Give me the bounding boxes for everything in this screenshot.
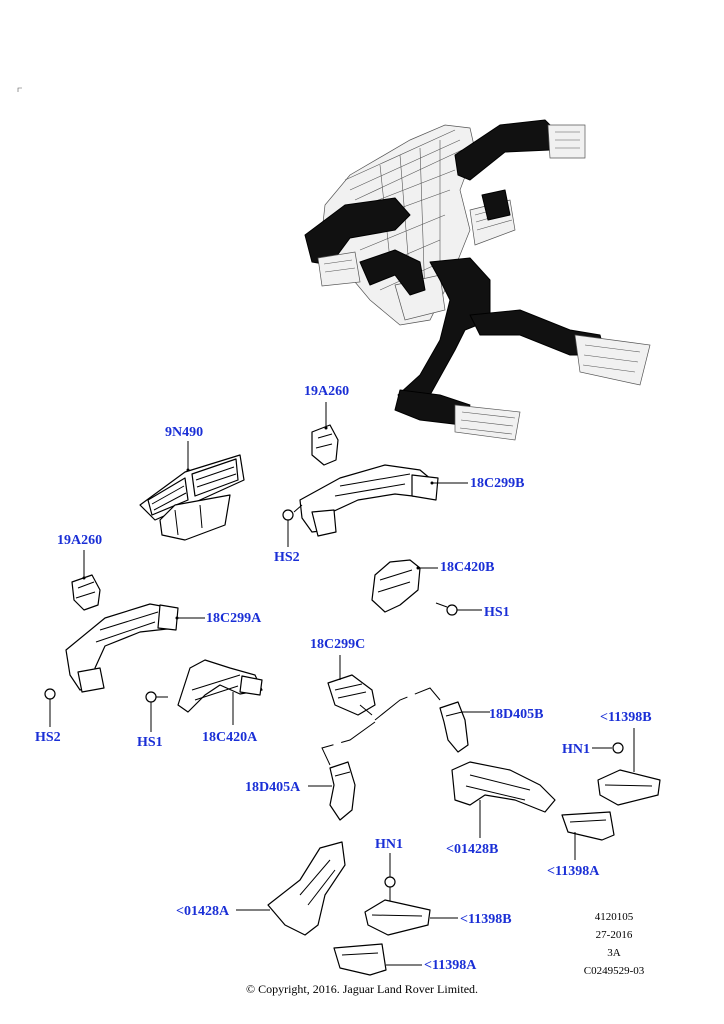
label-11398a-top[interactable]: <11398A [547,864,600,879]
label-hs1-right[interactable]: HS1 [484,605,510,620]
label-19a260-top[interactable]: 19A260 [304,384,350,399]
bracket-11398b-top [597,728,661,806]
nut-hn1-bottom [384,853,396,905]
label-18c420b[interactable]: 18C420B [440,560,495,575]
screw-hs1-left [145,691,168,732]
duct-18c299b [299,464,468,537]
bracket-11398a-top [561,811,615,860]
copyright-notice: © Copyright, 2016. Jaguar Land Rover Lim… [245,982,479,996]
label-11398a-bottom[interactable]: <11398A [424,958,477,973]
label-18d405b[interactable]: 18D405B [489,707,544,722]
label-hn1-top[interactable]: HN1 [562,742,590,757]
screw-hs2-left [44,688,56,727]
connection-lines [321,687,441,766]
label-hs2-left[interactable]: HS2 [35,730,61,745]
label-19a260-left[interactable]: 19A260 [57,533,103,548]
label-9n490[interactable]: 9N490 [165,425,204,440]
illustration-revision: 3A [607,947,621,959]
label-hs1-left[interactable]: HS1 [137,735,163,750]
screw-hs1-right [435,602,482,616]
illustration-date: 27-2016 [595,929,633,941]
label-01428a[interactable]: <01428A [176,904,230,919]
duct-18d405b [439,701,490,753]
bracket-19a260-left [71,550,101,611]
duct-01428b [451,761,556,838]
illustration-number: 4120105 [594,911,634,923]
label-hs2-top[interactable]: HS2 [274,550,300,565]
duct-18c420a [177,659,263,725]
label-11398b-bottom[interactable]: <11398B [460,912,512,927]
label-hn1-bottom[interactable]: HN1 [375,837,403,852]
vent-9n490 [139,441,245,541]
label-18c420a[interactable]: 18C420A [202,730,258,745]
label-11398b-top[interactable]: <11398B [600,710,652,725]
duct-18d405a [308,761,356,821]
label-18c299a[interactable]: 18C299A [206,611,262,626]
duct-18c420b [371,559,438,613]
illustration-code: C0249529-03 [583,965,645,977]
screw-hs2-top [282,504,303,547]
dashboard-assembly [304,119,651,441]
bracket-19a260-top [311,402,339,466]
nut-hn1-top [592,742,624,754]
bracket-11398a-bottom [333,943,422,976]
corner-mark [17,87,22,92]
duct-01428a [236,841,346,936]
label-18c299b[interactable]: 18C299B [470,476,525,491]
label-18c299c[interactable]: 18C299C [310,637,366,652]
duct-18c299c [327,655,376,716]
label-01428b[interactable]: <01428B [446,842,499,857]
duct-18c299a [65,603,205,693]
label-18d405a[interactable]: 18D405A [245,780,301,795]
bracket-11398b-bottom [364,899,458,936]
